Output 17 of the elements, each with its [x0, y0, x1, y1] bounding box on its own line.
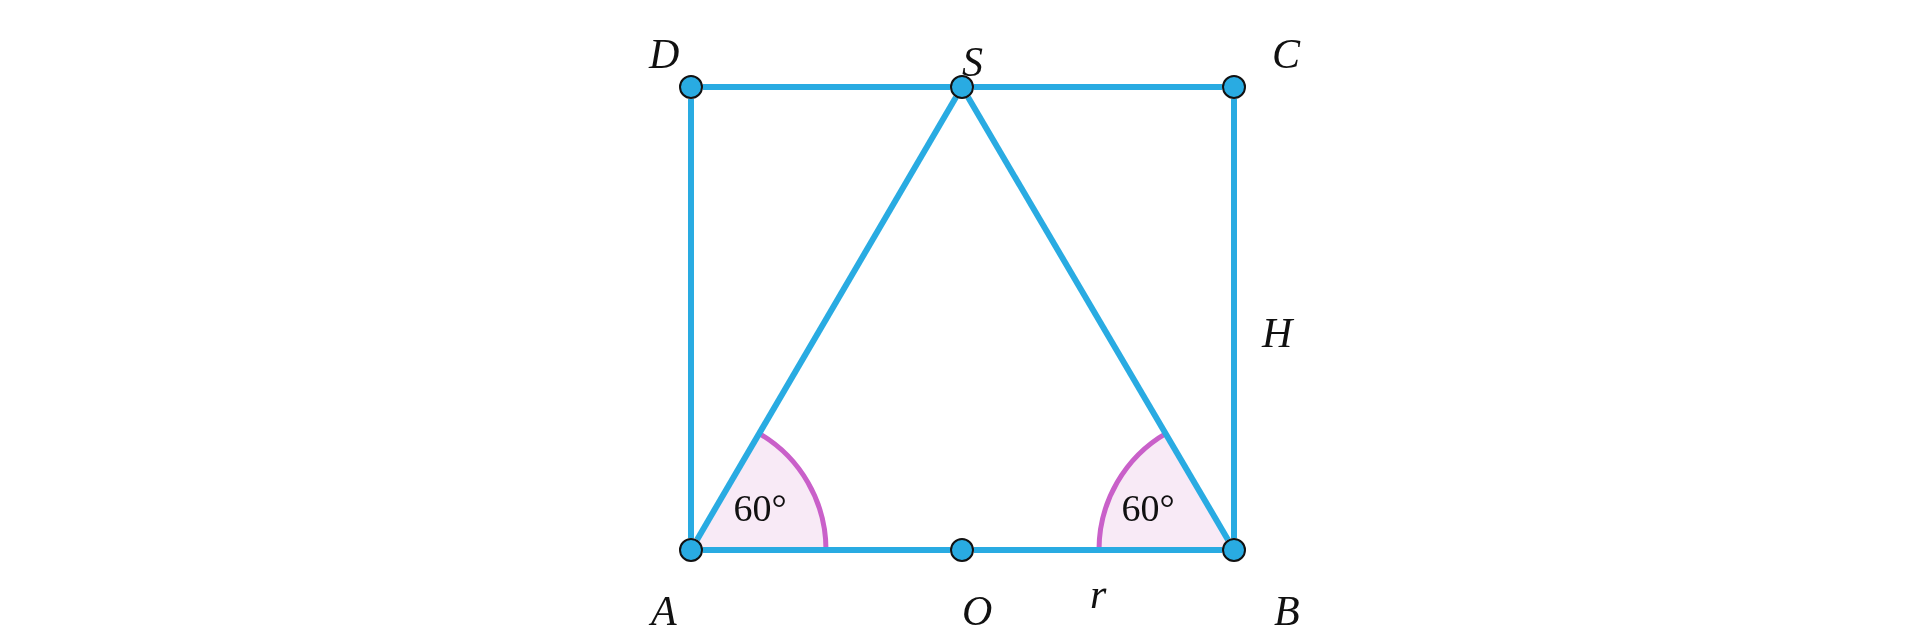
angle-label: 60° [1121, 489, 1175, 527]
point-label: O [962, 594, 993, 628]
line-segment [703, 84, 950, 90]
point-label: B [1274, 594, 1300, 628]
point-label: C [1272, 37, 1300, 71]
line-segment [688, 99, 694, 538]
line-segment [703, 547, 950, 553]
line-segment [965, 95, 1231, 542]
line-segment [974, 547, 1222, 553]
point-label: D [649, 37, 680, 71]
angle-label: 60° [733, 489, 787, 527]
line-segment [1231, 99, 1237, 538]
line-segment [694, 95, 959, 542]
line-segment [974, 84, 1222, 90]
segment-label: H [1262, 312, 1293, 354]
point-label: S [962, 45, 983, 79]
segment-label: r [1090, 573, 1107, 615]
